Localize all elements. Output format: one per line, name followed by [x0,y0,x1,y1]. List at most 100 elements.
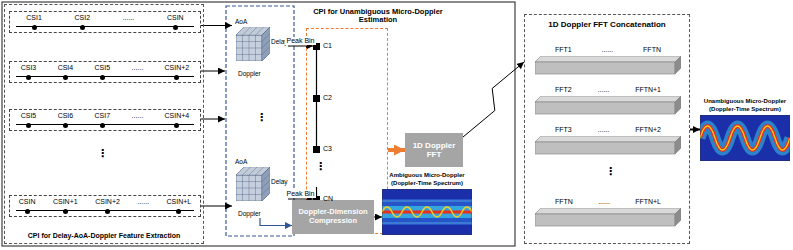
spectrogram-image [382,189,472,235]
group-title: 1D Doppler FFT Concatenation [525,20,689,30]
sequence-items: CSI1CSI2......CSIN [10,12,200,32]
sample-dot [105,209,110,214]
arrow-connector [388,148,405,152]
sample-label: CSIN+4 [165,111,190,120]
sequence-item: CSIN+L [167,197,192,214]
sample-label: CSIN [19,197,36,206]
fft-bar-illustration [535,136,681,155]
ellipsis-mark: ⋮ [315,161,326,173]
sequence-items: CSIN CSIN+1 CSIN+2...... CSIN+L [10,196,200,216]
csi-sequence: CSI1CSI2......CSIN [9,11,201,33]
cube-illustration [236,167,270,201]
sequence-item: CSI6 [58,111,74,128]
bar-label: FFTN [643,45,661,55]
sequence-item: ...... [123,13,135,22]
bin-marker: C3 [313,144,341,154]
sample-dot [176,209,181,214]
sample-label: CSI5 [21,111,37,120]
cube-block: AoADelayDoppler [232,158,288,218]
bin-label: C3 [323,144,332,154]
sample-label: CSI3 [21,63,37,72]
ellipsis-mark: ⋮ [97,148,108,160]
sequence-item: CSIN+2 [95,197,120,214]
bin-label: C1 [323,41,332,51]
sample-dot [100,75,105,80]
sequence-arrow [201,71,225,72]
sequence-item: CSIN [19,197,36,214]
sequence-item: CSI5 [95,63,111,80]
bar-labels: FFT2......FFTN+1 [535,85,681,95]
sample-label: CSI4 [58,63,74,72]
spectrum-panel: Ambiguous Micro-Doppler (Doppler-Time Sp… [382,172,472,235]
process-box: Doppler-Dimension Compression [292,200,374,234]
sample-label: CSIN+2 [165,63,190,72]
group-title: CPI for Unambiguous Micro-Doppler Estima… [313,8,443,25]
bin-square [313,95,320,102]
axis-label: AoA [235,18,247,26]
sequence-item: CSIN+2 [165,63,190,80]
sample-label: CSIN [167,13,184,22]
sample-label: ...... [137,197,149,206]
sample-label: CSI2 [74,13,90,22]
sample-dot [26,123,31,128]
sequence-item: CSIN+4 [165,111,190,128]
group-title: CPI for Delay-AoA-Doppler Feature Extrac… [5,231,203,240]
cube-block: AoADelayDoppler [232,18,288,78]
sequence-arrow [201,119,225,120]
sample-dot [32,25,37,30]
sample-label: CSIN+1 [53,197,78,206]
sequence-item: ...... [132,111,144,120]
fft-bar: FFT2......FFTN+1 [535,85,681,115]
bar-label: ...... [598,197,610,207]
sequence-item: CSI4 [58,63,74,80]
process-label: 1D Doppler FFT [407,141,461,159]
bar-label: FFTN+2 [635,125,661,135]
sample-label: CSI6 [58,111,74,120]
panel-title: Unambiguous Micro-Doppler (Doppler-Time … [700,98,790,113]
arrow-connector [374,217,382,218]
bar-label: ...... [598,125,610,135]
sample-dot [63,123,68,128]
sample-label: CSIN+L [167,197,192,206]
sample-label: CSI5 [95,63,111,72]
cube-illustration [236,27,270,61]
spectrum-panel: Unambiguous Micro-Doppler (Doppler-Time … [700,98,790,161]
sequence-item: CSI2 [74,13,90,30]
cube-group-frame [226,6,294,236]
sample-dot [174,75,179,80]
axis-label: AoA [235,158,247,166]
sequence-item: CSI5 [21,111,37,128]
axis-label: Doppler [238,70,261,78]
csi-sequence: CSIN CSIN+1 CSIN+2...... CSIN+L [9,195,201,217]
sample-dot [174,123,179,128]
edge-label: Peak Bin [285,190,315,198]
bar-labels: FFT3...... FFTN+2 [535,125,681,135]
sequence-item: ...... [132,63,144,72]
ellipsis-mark: ⋮ [256,112,267,124]
sample-dot [100,123,105,128]
csi-sequence: CSI3 CSI4 CSI5...... CSIN+2 [9,61,201,83]
sample-label: ...... [132,63,144,72]
bin-marker: C1 [313,41,341,51]
fft-bar: FFTN......FFTN+L [535,197,681,227]
sample-label: CSIN+2 [95,197,120,206]
edge-label: Peak Bin [285,37,315,45]
bar-label: ...... [598,85,610,95]
sequence-item: CSIN [167,13,184,30]
csi-sequence: CSI5 CSI6 CSI7...... CSIN+4 [9,109,201,131]
bar-label: FFT3 [555,125,572,135]
sequence-line [16,76,194,77]
sequence-item: ...... [137,197,149,206]
bar-label: FFTN+L [635,197,661,207]
sample-dot [63,75,68,80]
bin-marker: C2 [313,93,341,103]
arrow-connector [288,46,313,47]
bar-label: FFTN+1 [635,85,661,95]
outer-frame [2,2,515,246]
arrow-connector [260,218,292,226]
concat-region: 1D Doppler FFT ConcatenationFFT1......FF… [524,14,690,244]
sequence-item: CSI7 [95,111,111,128]
wireless-link [463,62,524,137]
sequence-item: CSIN+1 [53,197,78,214]
